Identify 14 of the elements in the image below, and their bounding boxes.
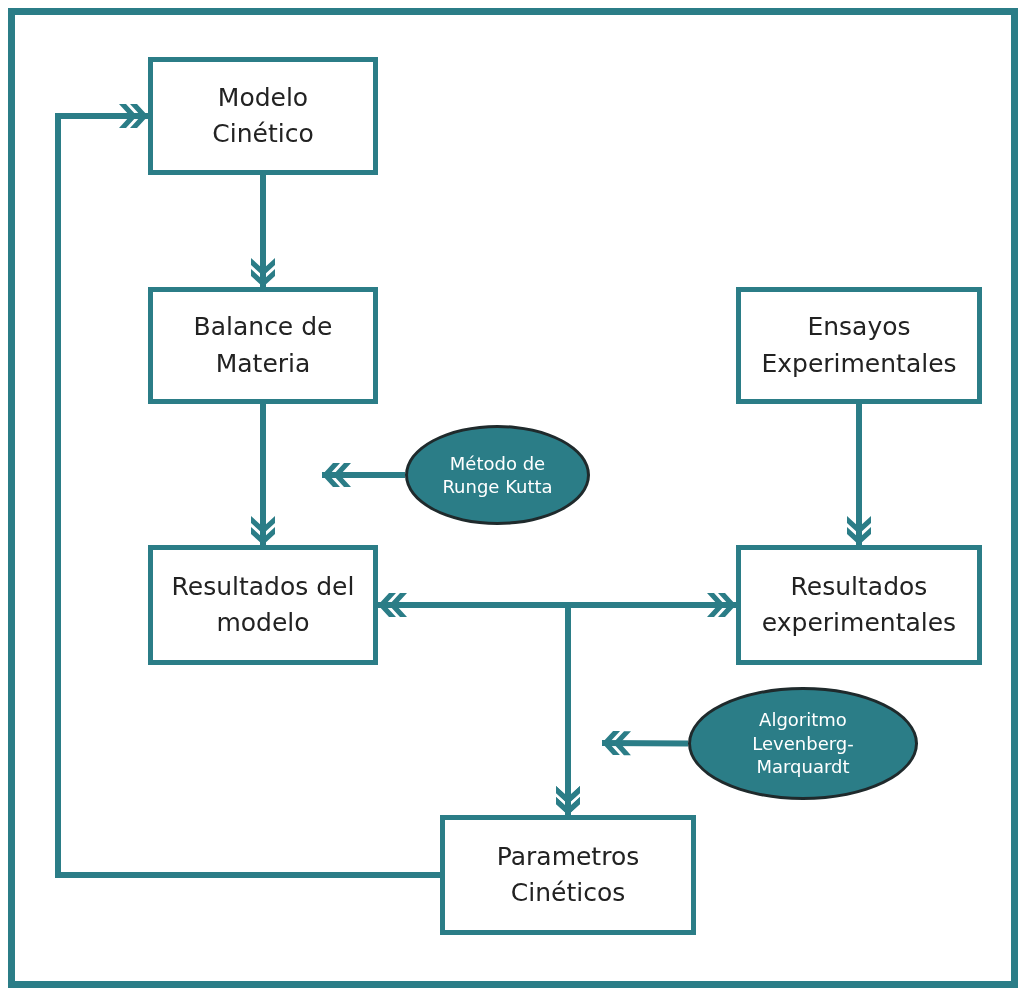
process-box — [736, 287, 982, 404]
node-label: Método de Runge Kutta — [441, 451, 554, 499]
node-label: Algoritmo Levenberg-Marquardt — [751, 708, 855, 779]
process-box — [148, 57, 378, 175]
node-label: Parametros Cinéticos — [495, 840, 641, 909]
process-box — [148, 287, 378, 404]
process-box — [736, 545, 982, 665]
process-box — [148, 545, 378, 665]
node-label: Ensayos Experimentales — [760, 311, 958, 380]
process-box — [440, 815, 696, 935]
node-label: Resultados del modelo — [170, 570, 356, 639]
node-label: Balance de Materia — [192, 311, 334, 380]
node-label: Resultados experimentales — [760, 570, 958, 639]
node-label: Modelo Cinético — [211, 81, 315, 150]
